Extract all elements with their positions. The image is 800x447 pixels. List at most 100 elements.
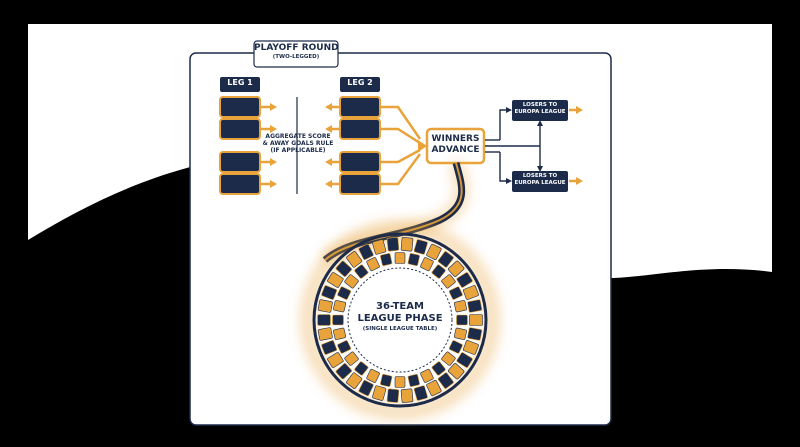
- team-cell: [335, 363, 353, 380]
- team-cell: [447, 260, 465, 277]
- leg1-header: [220, 77, 260, 92]
- team-cell: [420, 368, 434, 383]
- team-cell: [346, 251, 363, 268]
- team-cell: [327, 272, 344, 288]
- leg2-match: [339, 96, 381, 118]
- leg2-label: LEG 2: [347, 78, 373, 87]
- converging-lines: [381, 105, 427, 186]
- league-team-cells: [317, 237, 483, 403]
- leg2-incoming-arrows: [325, 103, 340, 188]
- leg1-match: [219, 173, 261, 195]
- team-cell: [337, 286, 352, 300]
- team-cell: [317, 327, 333, 341]
- league-title-line1: 36-TEAM: [376, 301, 424, 312]
- team-cell: [344, 274, 359, 289]
- team-cell: [394, 252, 406, 264]
- team-cell: [344, 351, 359, 366]
- team-cell: [372, 385, 387, 401]
- team-cell: [448, 340, 463, 354]
- league-title-line3: (SINGLE LEAGUE TABLE): [362, 326, 438, 332]
- team-cell: [380, 373, 393, 387]
- winners-line2: ADVANCE: [431, 145, 480, 155]
- losers-box-top: [512, 100, 568, 121]
- losers-bottom-line2: EUROPA LEAGUE: [514, 180, 566, 186]
- leg2-header: [340, 77, 380, 92]
- team-cell: [437, 251, 454, 268]
- leg2-match: [339, 173, 381, 195]
- team-cell: [431, 264, 446, 279]
- team-cell: [456, 272, 473, 288]
- team-cell: [386, 237, 400, 252]
- team-cell: [346, 372, 363, 389]
- team-cell: [358, 243, 374, 261]
- team-cell: [407, 373, 420, 387]
- losers-branch: [485, 107, 543, 184]
- team-cell: [394, 376, 406, 388]
- team-cell: [358, 379, 374, 397]
- team-cell: [467, 327, 483, 341]
- playoff-title-badge: [253, 40, 339, 68]
- team-cell: [354, 361, 369, 376]
- team-cell: [462, 285, 479, 300]
- aggregate-rule-line1: AGGREGATE SCORE: [265, 133, 331, 140]
- leg2-match: [339, 118, 381, 140]
- playoff-title: PLAYOFF ROUND: [254, 43, 339, 53]
- league-title-line2: LEAGUE PHASE: [357, 313, 443, 324]
- leg1-match: [219, 151, 261, 173]
- team-cell: [321, 285, 338, 300]
- team-cell: [333, 300, 347, 313]
- losers-top-line1: LOSERS TO: [522, 102, 558, 108]
- team-cell: [321, 340, 338, 355]
- team-cell: [456, 352, 473, 368]
- leg1-label: LEG 1: [227, 78, 253, 87]
- team-cell: [407, 253, 420, 267]
- team-cell: [380, 253, 393, 267]
- team-cell: [317, 299, 333, 313]
- team-cell: [333, 327, 347, 340]
- team-cell: [366, 368, 380, 383]
- leg2-match: [339, 151, 381, 173]
- team-cell: [447, 363, 465, 380]
- team-cell: [335, 260, 353, 277]
- team-cell: [462, 340, 479, 355]
- team-cell: [467, 299, 483, 313]
- team-cell: [317, 314, 331, 326]
- leg2-matches: [339, 96, 381, 195]
- team-cell: [413, 239, 428, 255]
- team-cell: [400, 237, 414, 252]
- team-cell: [448, 286, 463, 300]
- team-cell: [441, 351, 456, 366]
- team-cell: [413, 385, 428, 401]
- leg1-match: [219, 96, 261, 118]
- winners-box: [425, 127, 486, 165]
- losers-top-line2: EUROPA LEAGUE: [514, 109, 566, 115]
- winners-line1: WINNERS: [431, 134, 480, 144]
- team-cell: [431, 361, 446, 376]
- aggregate-rule-line2: & AWAY GOALS RULE: [262, 140, 334, 147]
- team-cell: [337, 340, 352, 354]
- league-ring-inner: [347, 267, 453, 373]
- leg1-matches: [219, 96, 261, 195]
- team-cell: [469, 314, 483, 326]
- aggregate-rule-line3: (IF APPLICABLE): [270, 147, 326, 154]
- team-cell: [453, 300, 467, 313]
- team-cell: [366, 257, 380, 272]
- losers-box-bottom: [512, 171, 568, 192]
- playoff-subtitle: (TWO-LEGGED): [272, 54, 320, 60]
- losers-bottom-line1: LOSERS TO: [522, 173, 558, 179]
- team-cell: [400, 388, 414, 403]
- team-cell: [441, 274, 456, 289]
- league-ring-glow: [300, 220, 500, 420]
- team-cell: [332, 314, 344, 326]
- losers-arrows: [569, 106, 583, 185]
- team-cell: [453, 327, 467, 340]
- leg1-arrows: [261, 103, 277, 188]
- team-cell: [327, 352, 344, 368]
- team-cell: [426, 379, 442, 397]
- team-cell: [456, 314, 468, 326]
- team-cell: [437, 372, 454, 389]
- team-cell: [426, 243, 442, 261]
- leg1-match: [219, 118, 261, 140]
